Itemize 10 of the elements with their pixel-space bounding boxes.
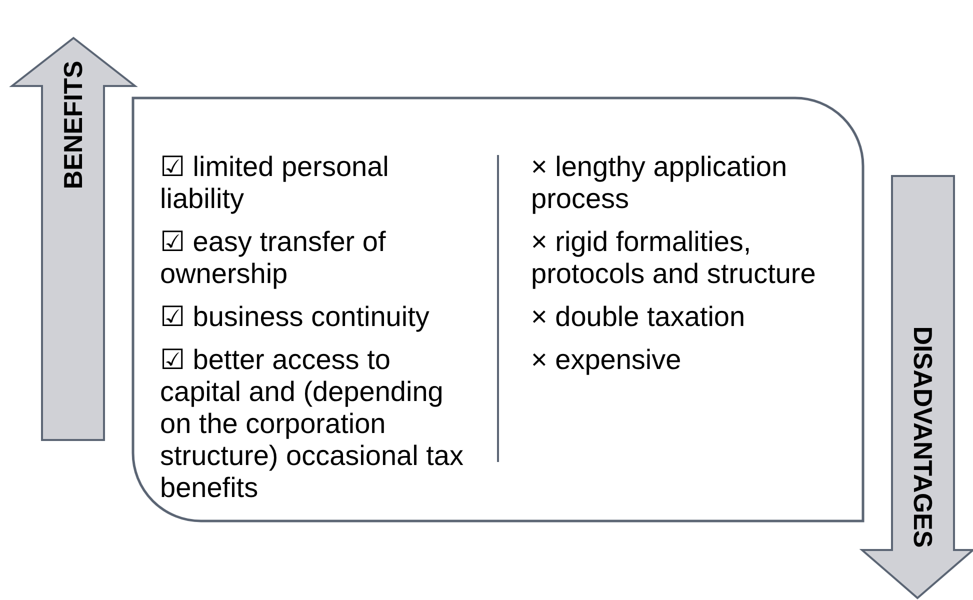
list-item: ☑ limited personal liability — [160, 151, 390, 215]
list-item: ☑ business continuity — [160, 301, 430, 333]
list-item: ☑ better access to capital and (depending on the corporation structure) occasional tax benefits — [160, 344, 464, 504]
list-item: ☑ easy transfer of ownership — [160, 226, 387, 290]
list-item: × lengthy application process — [531, 151, 788, 215]
list-item: × double taxation — [531, 301, 746, 333]
list-item: × expensive — [531, 344, 682, 376]
list-item: × rigid formalities, protocols and structure — [531, 226, 817, 290]
arrow-label: BENEFITS — [60, 60, 86, 190]
arrow-label: DISADVANTAGES — [910, 326, 936, 548]
